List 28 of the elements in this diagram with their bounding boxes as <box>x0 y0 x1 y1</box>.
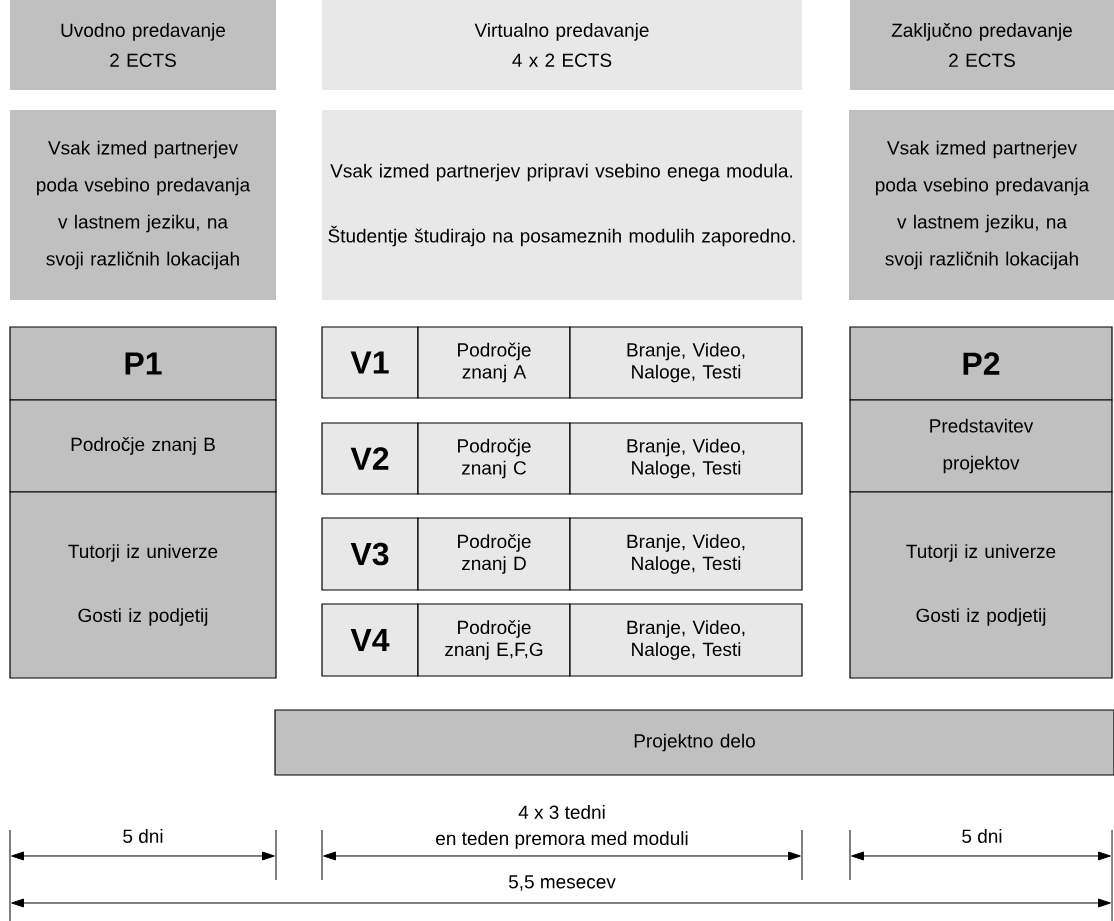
table-cell: Predstavitev projektov <box>849 399 1113 493</box>
table-cell: Področje znanj D <box>417 517 571 591</box>
table-cell: Področje znanj B <box>9 399 277 493</box>
table-cell: Področje znanj E,F,G <box>417 603 571 677</box>
description-box: Vsak izmed partnerjev poda vsebino predavanja v lastnem jeziku, na svoji različnih lokacijah <box>10 110 276 300</box>
dimension-label: 4 x 3 tedni <box>518 805 605 819</box>
table-cell: Področje znanj C <box>417 422 571 495</box>
dimension-label: en teden premora med moduli <box>436 831 688 849</box>
title-cell: V4 <box>321 603 419 677</box>
title-cell: V1 <box>321 326 419 399</box>
description-box: Vsak izmed partnerjev poda vsebino predavanja v lastnem jeziku, na svoji različnih lokacijah <box>849 110 1114 300</box>
description-box: Vsak izmed partnerjev pripravi vsebino enega modula. Študentje študirajo na posameznih modulih zaporedno. <box>322 110 802 300</box>
dimension-label: 5,5 mesecev <box>508 875 616 891</box>
dimension-label: 5 dni <box>962 829 1002 843</box>
title-cell: V3 <box>321 517 419 591</box>
table-cell: Branje, Video, Naloge, Testi <box>569 517 803 591</box>
title-cell: V2 <box>321 422 419 495</box>
heading-box: Virtualno predavanje 4 x 2 ECTS <box>322 0 802 90</box>
table-cell: Branje, Video, Naloge, Testi <box>569 603 803 677</box>
bar-box: Projektno delo <box>274 709 1114 776</box>
title-cell: P1 <box>9 326 277 401</box>
heading-box: Uvodno predavanje 2 ECTS <box>10 0 276 90</box>
table-cell: Branje, Video, Naloge, Testi <box>569 326 803 399</box>
table-cell: Področje znanj A <box>417 326 571 399</box>
heading-box: Zaključno predavanje 2 ECTS <box>850 0 1114 90</box>
dimension-label: 5 dni <box>123 829 163 843</box>
table-cell: Branje, Video, Naloge, Testi <box>569 422 803 495</box>
title-cell: P2 <box>849 326 1113 401</box>
